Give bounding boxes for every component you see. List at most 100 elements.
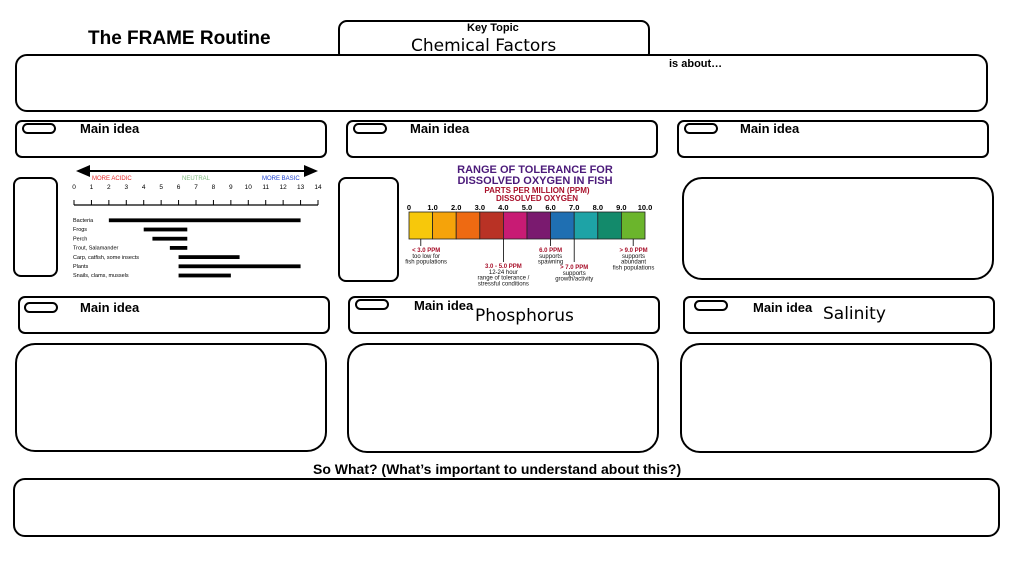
ph-tick-label: 4 bbox=[142, 184, 146, 191]
ph-more-basic-label: MORE BASIC bbox=[262, 176, 300, 182]
oxygen-scale-label: 9.0 bbox=[616, 203, 626, 212]
main-idea-pill-5 bbox=[355, 299, 389, 310]
oxygen-ppm-segment bbox=[597, 211, 622, 240]
ph-organism-label: Carp, catfish, some insects bbox=[73, 255, 139, 261]
oxygen-annotation-text: abundant bbox=[621, 260, 646, 266]
detail-box-1[interactable] bbox=[13, 177, 58, 277]
main-idea-label-6: Main idea bbox=[753, 300, 813, 315]
oxygen-annotation-text: fish populations bbox=[405, 260, 447, 266]
oxygen-annotation-text: < 3.0 PPM bbox=[412, 248, 440, 254]
ph-range-bar bbox=[152, 236, 188, 241]
oxygen-ppm-segment bbox=[550, 211, 575, 240]
detail-box-2[interactable] bbox=[338, 177, 399, 282]
oxygen-title-line1: RANGE OF TOLERANCE FOR bbox=[457, 164, 613, 176]
ph-organism-label: Snails, clams, mussels bbox=[73, 273, 129, 279]
main-idea-pill-3 bbox=[684, 123, 718, 134]
ph-tick-label: 10 bbox=[245, 184, 253, 191]
oxygen-annotation-text: 3.0 - 5.0 PPM bbox=[485, 264, 522, 270]
oxygen-ppm-segment bbox=[573, 211, 599, 240]
ph-tick-label: 12 bbox=[280, 184, 288, 191]
oxygen-title-line2: DISSOLVED OXYGEN IN FISH bbox=[457, 175, 612, 187]
main-idea-label-2: Main idea bbox=[410, 121, 470, 136]
key-topic-value[interactable]: Chemical Factors bbox=[411, 36, 557, 56]
detail-box-5[interactable] bbox=[347, 343, 659, 453]
detail-box-3[interactable] bbox=[682, 177, 994, 280]
oxygen-scale-label: 5.0 bbox=[522, 203, 532, 212]
main-idea-box-5[interactable] bbox=[348, 296, 660, 334]
main-idea-label-3: Main idea bbox=[740, 121, 800, 136]
oxygen-scale-label: 7.0 bbox=[569, 203, 579, 212]
so-what-box[interactable] bbox=[13, 478, 1000, 537]
oxygen-annotation-text: stressful conditions bbox=[478, 281, 529, 287]
is-about-box[interactable] bbox=[15, 54, 988, 112]
ph-tick-label: 14 bbox=[314, 184, 322, 191]
oxygen-ppm-segment bbox=[503, 211, 528, 240]
main-idea-box-3[interactable] bbox=[677, 120, 989, 158]
ph-range-bar bbox=[169, 246, 188, 250]
oxygen-annotation-text: > 9.0 PPM bbox=[619, 248, 647, 254]
oxygen-ppm-segment bbox=[408, 211, 434, 240]
detail-box-4[interactable] bbox=[15, 343, 327, 452]
ph-organism-label: Trout, Salamander bbox=[73, 246, 119, 252]
main-idea-pill-4 bbox=[24, 302, 58, 313]
ph-tick-label: 6 bbox=[177, 184, 181, 191]
oxygen-scale-label: 3.0 bbox=[475, 203, 485, 212]
ph-tick-label: 0 bbox=[72, 184, 76, 191]
main-idea-label-1: Main idea bbox=[80, 121, 140, 136]
detail-box-6[interactable] bbox=[680, 343, 992, 453]
oxygen-annotation-text: 12-24 hour bbox=[489, 270, 518, 276]
ph-tick-label: 3 bbox=[124, 184, 128, 191]
oxygen-annotation-text: supports bbox=[563, 271, 586, 277]
is-about-label: is about… bbox=[669, 58, 723, 70]
so-what-label: So What? (What’s important to understand… bbox=[313, 461, 682, 477]
oxygen-scale-label: 0 bbox=[407, 203, 411, 212]
main-idea-box-2[interactable] bbox=[346, 120, 658, 158]
ph-tick-label: 7 bbox=[194, 184, 198, 191]
oxygen-scale-label: 2.0 bbox=[451, 203, 461, 212]
ph-range-bar bbox=[143, 227, 188, 232]
oxygen-annotation-text: too low for bbox=[412, 254, 440, 260]
dissolved-oxygen-chart: RANGE OF TOLERANCE FOR DISSOLVED OXYGEN … bbox=[405, 164, 655, 287]
page-title: The FRAME Routine bbox=[88, 28, 271, 49]
ph-range-bar bbox=[178, 273, 231, 278]
ph-range-bar bbox=[178, 255, 240, 259]
oxygen-annotation-text: > 7.0 PPM bbox=[560, 265, 588, 271]
key-topic-label: Key Topic bbox=[467, 22, 519, 34]
oxygen-scale-label: 6.0 bbox=[545, 203, 555, 212]
oxygen-annotation-text: supports bbox=[539, 254, 562, 260]
oxygen-subtitle-line2: DISSOLVED OXYGEN bbox=[496, 194, 578, 203]
ph-tick-label: 11 bbox=[262, 184, 269, 191]
oxygen-annotation-text: range of tolerance / bbox=[478, 276, 530, 282]
ph-tick-label: 8 bbox=[212, 184, 216, 191]
oxygen-annotation-text: fish populations bbox=[613, 265, 655, 271]
ph-organism-label: Plants bbox=[73, 264, 89, 270]
ph-organism-label: Bacteria bbox=[73, 218, 94, 224]
main-idea-pill-6 bbox=[694, 300, 728, 311]
ph-tick-label: 2 bbox=[107, 184, 111, 191]
main-idea-value-phosphorus[interactable]: Phosphorus bbox=[475, 306, 574, 326]
main-idea-label-5: Main idea bbox=[414, 298, 474, 313]
ph-tick-label: 9 bbox=[229, 184, 233, 191]
main-idea-pill-1 bbox=[22, 123, 56, 134]
oxygen-scale-label: 4.0 bbox=[498, 203, 508, 212]
main-idea-box-1[interactable] bbox=[15, 120, 327, 158]
oxygen-scale-label: 8.0 bbox=[593, 203, 603, 212]
oxygen-ppm-segment bbox=[479, 211, 504, 240]
main-idea-value-salinity[interactable]: Salinity bbox=[823, 304, 886, 324]
main-idea-pill-2 bbox=[353, 123, 387, 134]
oxygen-ppm-segment bbox=[432, 211, 457, 240]
ph-tick-label: 1 bbox=[90, 184, 94, 191]
oxygen-scale-label: 1.0 bbox=[427, 203, 437, 212]
oxygen-annotation-text: 6.0 PPM bbox=[539, 248, 562, 254]
oxygen-annotation-text: supports bbox=[622, 254, 645, 260]
oxygen-ppm-segment bbox=[526, 211, 552, 240]
main-idea-label-4: Main idea bbox=[80, 300, 140, 315]
oxygen-subtitle-line1: PARTS PER MILLION (PPM) bbox=[484, 186, 590, 195]
ph-scale-arrow bbox=[76, 165, 318, 177]
main-idea-box-4[interactable] bbox=[18, 296, 330, 334]
main-idea-box-6[interactable] bbox=[683, 296, 995, 334]
ph-neutral-label: NEUTRAL bbox=[182, 176, 211, 182]
ph-range-bar bbox=[108, 218, 301, 223]
oxygen-annotation-text: growth/activity bbox=[555, 277, 593, 283]
